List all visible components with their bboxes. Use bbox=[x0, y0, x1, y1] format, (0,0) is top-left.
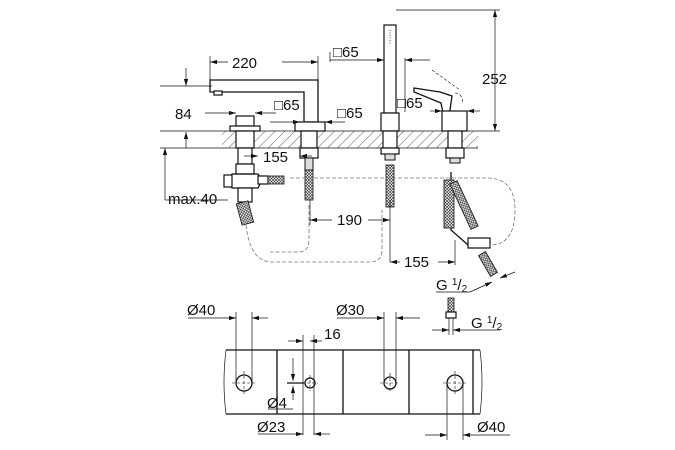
dim-spout-height: 84 bbox=[175, 106, 192, 123]
dim-spout-reach: 220 bbox=[232, 55, 257, 72]
dim-offset: 16 bbox=[324, 326, 341, 343]
dim-spacing-left: 155 bbox=[263, 149, 288, 166]
single-lever-mixer bbox=[413, 69, 499, 277]
dim-spacing-middle: 190 bbox=[337, 212, 362, 229]
dim-spout-square: □65 bbox=[274, 97, 300, 114]
dim-hole-right: Ø40 bbox=[477, 419, 505, 436]
dim-spacing-right: 155 bbox=[404, 254, 429, 271]
dim-pin: Ø4 bbox=[267, 395, 287, 412]
dim-total-height: 252 bbox=[482, 71, 507, 88]
dim-handshower-square: □65 bbox=[333, 44, 359, 61]
plan-view-labels: Ø40 Ø30 16 G 1/2 Ø4 Ø23 Ø40 bbox=[187, 302, 505, 436]
side-view-labels: 220 □65 252 84 □65 □65 □65 155 max.40 19… bbox=[168, 44, 507, 295]
dim-max-deck: max.40 bbox=[168, 191, 217, 208]
bath-spout bbox=[209, 79, 326, 201]
dimension-lines-side bbox=[160, 9, 516, 293]
dim-hole-middle: Ø30 bbox=[336, 302, 364, 319]
handshower bbox=[380, 24, 400, 208]
dim-diverter-square: □65 bbox=[337, 105, 363, 122]
dim-mixer-square: □65 bbox=[397, 95, 423, 112]
plan-view-plate bbox=[223, 349, 483, 415]
dimension-lines-plan bbox=[188, 297, 510, 440]
dim-hole-left: Ø40 bbox=[187, 302, 215, 319]
dim-hole-small: Ø23 bbox=[257, 419, 285, 436]
thread-upper: G 1/2 bbox=[436, 277, 468, 295]
thread-lower: G 1/2 bbox=[471, 315, 503, 333]
hose-routing bbox=[245, 177, 516, 263]
